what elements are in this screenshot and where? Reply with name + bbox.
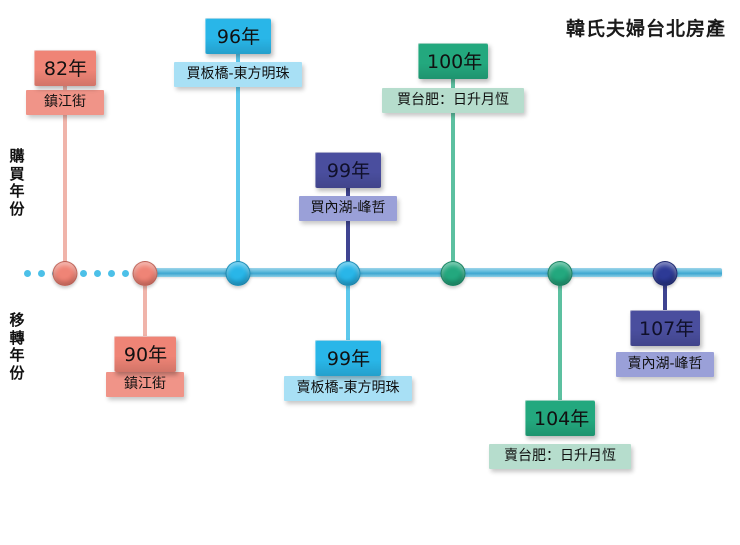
- axis-label-transfer-years: 移轉年份: [6, 311, 28, 383]
- timeline-solid-track: [150, 268, 722, 277]
- connector-ev-99-buy: [346, 188, 350, 272]
- desc-box-ev-104[interactable]: 賣台肥：日升月恆: [489, 444, 631, 469]
- year-box-ev-82[interactable]: 82年: [34, 50, 96, 86]
- desc-box-ev-96[interactable]: 買板橋-東方明珠: [174, 62, 302, 87]
- desc-box-ev-100[interactable]: 買台肥：日升月恆: [382, 88, 524, 113]
- timeline-node-n100[interactable]: [440, 261, 466, 286]
- page-title: 韓氏夫婦台北房產: [565, 18, 726, 40]
- connector-ev-100: [451, 79, 455, 272]
- desc-box-ev-99-sell[interactable]: 賣板橋-東方明珠: [284, 376, 412, 401]
- timeline-node-n96[interactable]: [225, 261, 251, 286]
- year-box-ev-96[interactable]: 96年: [205, 18, 271, 54]
- year-box-ev-107[interactable]: 107年: [630, 310, 700, 346]
- axis-label-purchase-years-char: 份: [9, 200, 25, 219]
- connector-ev-99-sell: [346, 272, 350, 350]
- desc-box-ev-82[interactable]: 鎮江街: [26, 90, 104, 115]
- year-box-ev-99-sell[interactable]: 99年: [315, 340, 381, 376]
- timeline-node-n104[interactable]: [547, 261, 573, 286]
- connector-ev-107: [663, 272, 667, 318]
- timeline-dot: [122, 269, 129, 277]
- desc-box-ev-107[interactable]: 賣內湖-峰哲: [616, 352, 714, 377]
- connector-ev-90: [143, 272, 147, 346]
- year-box-ev-104[interactable]: 104年: [525, 400, 595, 436]
- axis-label-transfer-years-char: 移: [9, 311, 25, 329]
- axis-label-transfer-years-char: 年: [9, 346, 25, 365]
- desc-box-ev-99-buy[interactable]: 買內湖-峰哲: [299, 196, 397, 221]
- timeline-dotted-track: [24, 269, 132, 277]
- timeline-node-n82[interactable]: [52, 261, 78, 286]
- axis-label-purchase-years: 購買年份: [6, 147, 28, 219]
- axis-label-transfer-years-char: 份: [9, 364, 25, 383]
- axis-label-purchase-years-char: 買: [9, 164, 25, 183]
- timeline-node-n99[interactable]: [335, 261, 361, 286]
- connector-ev-82: [63, 86, 67, 272]
- timeline-node-n90[interactable]: [132, 261, 158, 286]
- timeline-dot: [38, 269, 45, 277]
- timeline-dot: [24, 269, 31, 277]
- year-box-ev-99-buy[interactable]: 99年: [315, 152, 381, 188]
- connector-ev-96: [236, 54, 240, 272]
- axis-label-transfer-years-char: 轉: [9, 328, 25, 347]
- desc-box-ev-90[interactable]: 鎮江街: [106, 372, 184, 397]
- timeline-dot: [94, 269, 101, 277]
- year-box-ev-90[interactable]: 90年: [114, 336, 176, 372]
- axis-label-purchase-years-char: 年: [9, 182, 25, 201]
- connector-ev-104: [558, 272, 562, 408]
- timeline-dot: [108, 269, 115, 277]
- year-box-ev-100[interactable]: 100年: [418, 43, 488, 79]
- timeline-dot: [80, 269, 87, 277]
- timeline-node-n107[interactable]: [652, 261, 678, 286]
- axis-label-purchase-years-char: 購: [9, 147, 25, 165]
